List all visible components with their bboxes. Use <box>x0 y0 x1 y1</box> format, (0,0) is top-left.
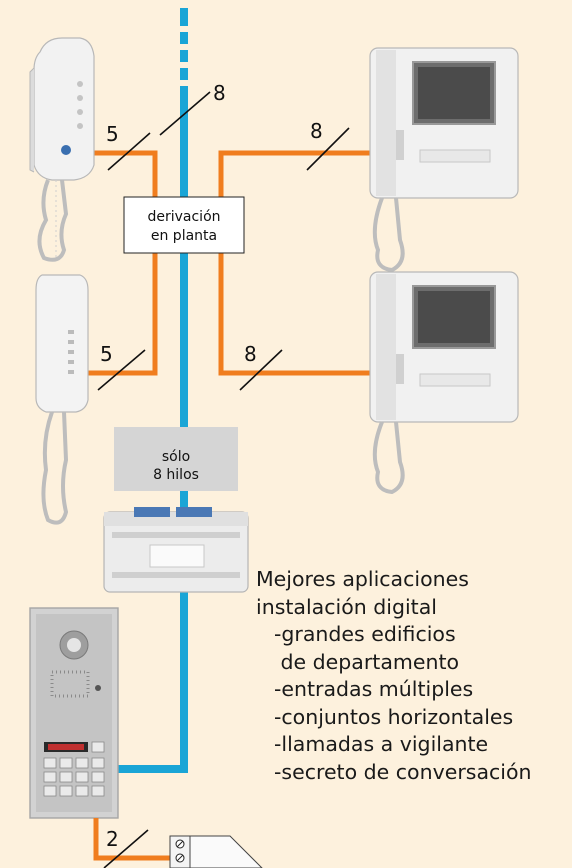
door-panel-wire <box>93 818 170 861</box>
application-item: -grandes edificios <box>274 622 456 646</box>
riser-wire-count: 8 <box>213 81 226 105</box>
application-item: -entradas múltiples <box>274 677 474 701</box>
door-panel-count: 2 <box>106 827 119 851</box>
handset-bottom-count: 5 <box>100 342 113 366</box>
applications-title-2: instalación digital <box>256 594 437 619</box>
monitor-top-count: 8 <box>310 119 323 143</box>
electric-lock-icon <box>169 835 263 868</box>
video-monitor-icon <box>369 271 519 495</box>
door-entry-panel-icon <box>29 607 119 819</box>
only-8-wires-label-1: sólo <box>162 449 190 465</box>
only-8-wires-box: sólo 8 hilos <box>114 427 238 491</box>
application-item: -conjuntos horizontales <box>274 704 514 729</box>
handset-bottom-slash <box>97 349 146 391</box>
floor-branch-label-2: en planta <box>151 228 217 244</box>
only-8-wires-label-2: 8 hilos <box>153 467 199 483</box>
handset-top-count: 5 <box>106 122 119 146</box>
door-panel-slash <box>103 829 149 868</box>
riser-wire-slash <box>159 91 211 136</box>
monitor-bottom-slash <box>239 349 283 391</box>
application-item: -llamadas a vigilante <box>274 732 489 756</box>
applications-list: Mejores aplicaciones instalación digital… <box>256 566 572 786</box>
intercom-handset-icon <box>29 37 95 262</box>
floor-branch-label-1: derivación <box>147 209 220 225</box>
floor-branch-box: derivación en planta <box>123 196 245 254</box>
monitor-top-slash <box>306 127 350 171</box>
digital-controller-icon <box>103 507 249 593</box>
application-item: de departamento <box>274 649 460 674</box>
left-branch-wires <box>70 150 158 376</box>
application-item: -secreto de conversación <box>274 759 532 784</box>
handset-top-slash <box>107 132 151 171</box>
intercom-handset-slim-icon <box>35 274 89 525</box>
applications-title-1: Mejores aplicaciones <box>256 567 469 591</box>
video-monitor-icon <box>369 47 519 273</box>
monitor-bottom-count: 8 <box>244 342 257 366</box>
